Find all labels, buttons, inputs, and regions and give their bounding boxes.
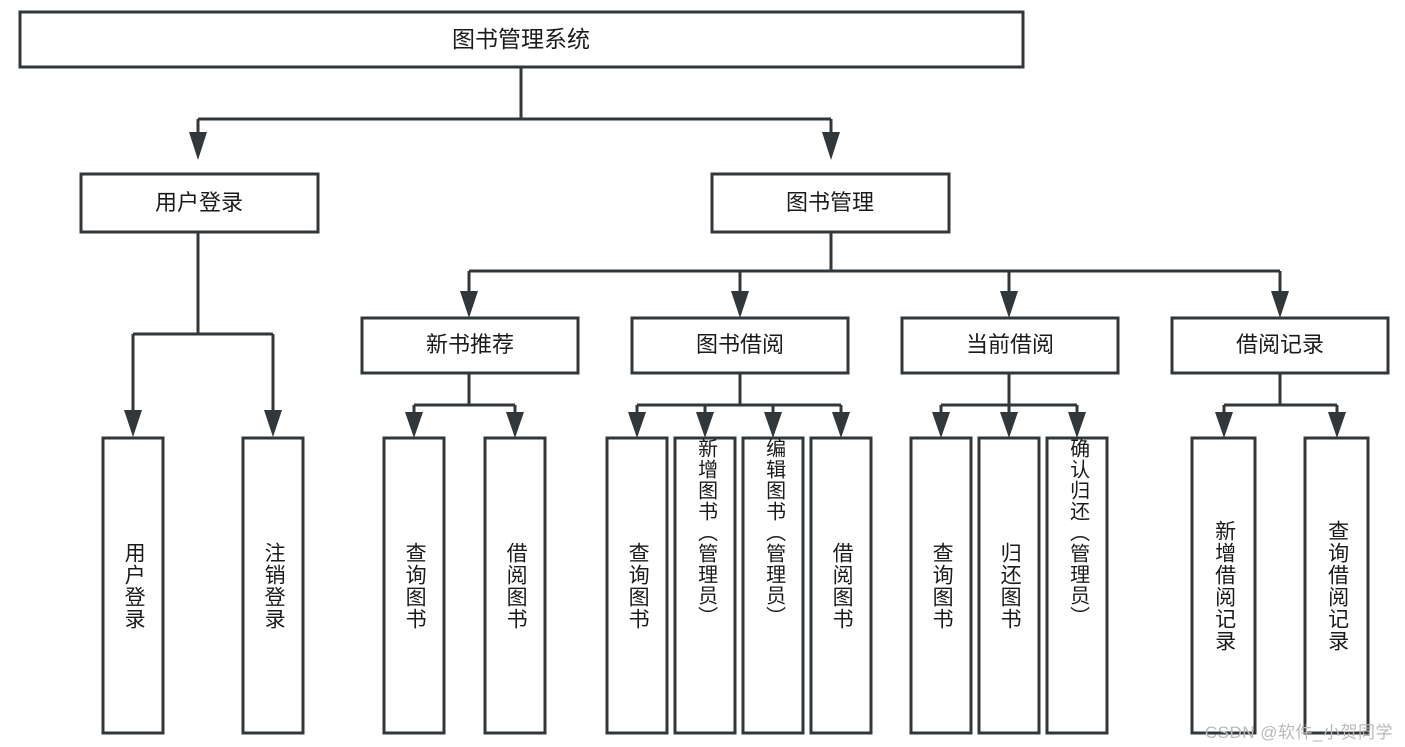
arrowhead-leaf-borrow-book-2: [832, 412, 850, 438]
arrowhead-leaf-query-book-3: [932, 412, 950, 438]
node-label-current-borrow: 当前借阅: [966, 332, 1054, 357]
arrowhead-leaf-borrow-book-1: [506, 412, 524, 438]
arrowhead-leaf-return-book: [1000, 412, 1018, 438]
arrowhead-leaf-confirm-return: [1068, 412, 1086, 438]
arrowhead-leaf-query-book-2: [628, 412, 646, 438]
node-box-leaf-confirm-return[interactable]: [1045, 436, 1109, 735]
arrowhead-book-borrow: [731, 291, 749, 318]
node-box-leaf-add-book[interactable]: [673, 436, 737, 735]
node-label-user-login: 用户登录: [155, 190, 243, 215]
node-box-leaf-user-login[interactable]: [101, 436, 165, 735]
arrowhead-leaf-edit-book: [764, 412, 782, 438]
node-box-leaf-return-book[interactable]: [977, 436, 1041, 735]
node-box-current-borrow[interactable]: [900, 316, 1120, 375]
node-box-leaf-query-book-3[interactable]: [909, 436, 973, 735]
node-box-book-borrow[interactable]: [630, 316, 850, 375]
arrowhead-new-book-recommend: [460, 291, 478, 318]
node-label-book-borrow: 图书借阅: [696, 332, 784, 357]
node-box-leaf-logout-login[interactable]: [241, 436, 305, 735]
node-box-leaf-borrow-book-2[interactable]: [809, 436, 873, 735]
node-box-leaf-query-book-2[interactable]: [605, 436, 669, 735]
arrowhead-user-login: [189, 132, 207, 160]
node-label-new-book-recommend: 新书推荐: [426, 332, 514, 357]
node-box-root[interactable]: [18, 10, 1025, 69]
arrowhead-borrow-record: [1271, 291, 1289, 318]
arrowhead-leaf-add-record: [1215, 412, 1233, 438]
connector-layer: [124, 67, 1346, 438]
node-box-leaf-edit-book[interactable]: [741, 436, 805, 735]
node-box-leaf-borrow-book-1[interactable]: [483, 436, 547, 735]
arrowhead-leaf-logout-login: [264, 410, 282, 437]
node-layer: 图书管理系统 用户登录 图书管理 新书推荐 图书借阅 当前借阅 借阅记录: [18, 10, 1390, 735]
node-box-new-book-recommend[interactable]: [360, 316, 580, 375]
node-box-leaf-query-book-1[interactable]: [382, 436, 446, 735]
node-box-leaf-query-record[interactable]: [1303, 436, 1370, 735]
node-box-leaf-add-record[interactable]: [1190, 436, 1257, 735]
arrowhead-book-management: [822, 132, 840, 160]
node-box-borrow-record[interactable]: [1170, 316, 1390, 375]
node-box-book-management[interactable]: [710, 172, 951, 234]
node-label-root: 图书管理系统: [452, 26, 590, 52]
arrowhead-leaf-add-book: [696, 412, 714, 438]
node-label-borrow-record: 借阅记录: [1236, 332, 1324, 357]
node-label-book-management: 图书管理: [786, 190, 874, 215]
arrowhead-leaf-query-book-1: [405, 412, 423, 438]
watermark-text: CSDN @软件_小贺同学: [1204, 723, 1393, 742]
arrowhead-current-borrow: [1000, 291, 1018, 318]
arrowhead-leaf-query-record: [1328, 412, 1346, 438]
node-box-user-login[interactable]: [79, 172, 320, 234]
arrowhead-leaf-user-login: [124, 410, 142, 437]
